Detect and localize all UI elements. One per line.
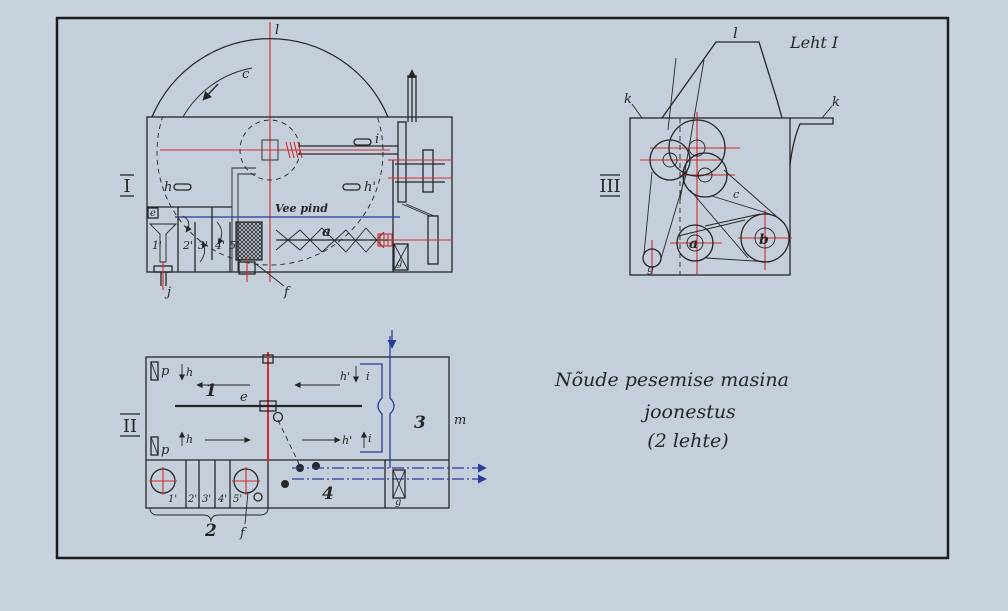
view-2-label-m: m bbox=[454, 413, 466, 428]
view-2-label-h-bottom: h bbox=[186, 433, 193, 446]
view-3-numeral: III bbox=[599, 176, 620, 197]
view-2-label-h-top: h bbox=[186, 366, 193, 379]
view-1-label-f: f bbox=[283, 285, 291, 300]
pulley-a bbox=[676, 224, 714, 262]
view-1-numeral: I bbox=[123, 176, 130, 197]
view-1-label-c: c bbox=[242, 67, 250, 82]
rinse-compartments bbox=[147, 206, 232, 272]
view-1-label-2p: 2' bbox=[182, 239, 193, 252]
paddle-shaft-a bbox=[275, 227, 393, 253]
slot-i bbox=[353, 138, 372, 146]
view-1-label-l: l bbox=[275, 23, 279, 38]
view-2-label-f: f bbox=[239, 526, 247, 541]
view-1-label-3p: 3' bbox=[198, 239, 208, 252]
title-block: Nõude pesemise masina joonestus (2 lehte… bbox=[554, 369, 789, 452]
view-2-label-i-bottom: i bbox=[368, 432, 372, 445]
wheel-outline-dashed bbox=[156, 117, 384, 266]
wheel-cover-arc bbox=[151, 37, 389, 118]
view-2-label-i-top: i bbox=[366, 370, 370, 383]
view-3-label-k-left: k bbox=[624, 92, 632, 107]
slot-h-prime bbox=[342, 183, 361, 191]
group-brace bbox=[149, 507, 269, 523]
view-2-label-tank-4: 4 bbox=[322, 484, 334, 504]
view-2-label-h-prime-bottom: h' bbox=[342, 434, 352, 447]
sheet-label: Leht I bbox=[789, 33, 839, 52]
water-level-label: Vee pind bbox=[275, 202, 328, 215]
plan-body bbox=[145, 356, 450, 509]
view-2-label-2p: 2' bbox=[187, 494, 197, 505]
inner-paper bbox=[57, 18, 948, 558]
view-2-label-e: e bbox=[240, 390, 248, 405]
view-2-label-group-2: 2 bbox=[204, 521, 217, 541]
view-1-label-a: a bbox=[322, 224, 331, 240]
view-3-label-l: l bbox=[733, 24, 738, 42]
view-2-label-p-top: p bbox=[161, 364, 170, 379]
view-2-label-tank-3: 3 bbox=[414, 413, 426, 433]
view-1-label-1p: 1' bbox=[152, 239, 162, 252]
drawing-frame bbox=[55, 16, 950, 560]
view-2-label-4p: 4' bbox=[217, 494, 227, 505]
view-1-side-elevation: l c i h h' Vee pind a bbox=[120, 22, 453, 300]
bracket-k bbox=[789, 117, 834, 166]
gear-lower bbox=[682, 152, 728, 198]
view-1-label-i: i bbox=[375, 132, 379, 147]
view-3-label-g: g bbox=[647, 262, 654, 275]
view-2-label-p-bottom: p bbox=[161, 443, 170, 458]
hopper-outline bbox=[661, 41, 783, 119]
title-line-3: (2 lehte) bbox=[647, 430, 728, 452]
belts bbox=[643, 167, 786, 263]
view-1-label-e: e bbox=[150, 208, 156, 219]
slot-h bbox=[173, 183, 192, 191]
view-3-label-k-right: k bbox=[832, 95, 840, 110]
view-1-label-4p: 4' bbox=[214, 239, 225, 252]
filter-hatched bbox=[235, 221, 263, 261]
view-2-label-3p: 3' bbox=[202, 494, 211, 505]
water-channel-3 bbox=[360, 363, 383, 453]
tank-body bbox=[146, 116, 453, 273]
view-2-label-5p: 5' bbox=[233, 494, 242, 505]
gear-left bbox=[649, 139, 691, 181]
view-1-label-g: g bbox=[396, 258, 402, 269]
view-3-label-c: c bbox=[733, 188, 739, 201]
view-2-plan: p p e h 1 h h' i h' i 3 m bbox=[120, 330, 487, 541]
view-1-label-h: h bbox=[164, 180, 172, 195]
view-1-label-5p: 5' bbox=[229, 239, 239, 252]
view-2-numeral: II bbox=[123, 416, 137, 437]
view-1-label-j: j bbox=[164, 285, 171, 300]
view-2-label-h-prime-top: h' bbox=[340, 370, 350, 383]
view-3-end-elevation: l k k bbox=[599, 24, 840, 276]
rotation-arc-c bbox=[182, 67, 253, 118]
title-line-2: joonestus bbox=[640, 401, 736, 423]
gear-large bbox=[668, 119, 726, 177]
end-view-body bbox=[629, 117, 791, 276]
drive-mechanism bbox=[388, 69, 452, 271]
view-3-label-a: a bbox=[689, 236, 698, 252]
title-line-1: Nõude pesemise masina bbox=[554, 369, 789, 391]
view-2-label-g: g bbox=[395, 497, 401, 508]
view-1-label-h-prime: h' bbox=[364, 180, 376, 195]
view-2-label-1p: 1' bbox=[168, 494, 177, 505]
view-2-label-tank-1: 1 bbox=[205, 381, 217, 401]
view-3-label-b: b bbox=[759, 232, 769, 248]
